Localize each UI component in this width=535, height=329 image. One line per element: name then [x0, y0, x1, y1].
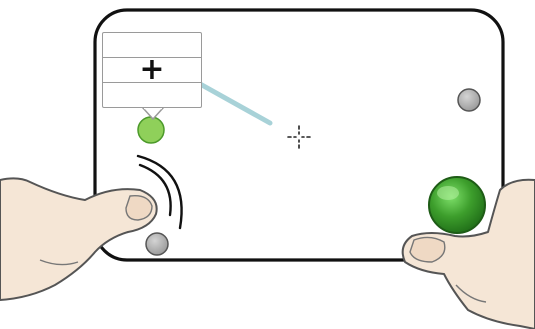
active-touch-dot: [137, 116, 165, 144]
menu-item-empty-1[interactable]: [103, 33, 201, 58]
menu-item-add[interactable]: +: [103, 52, 201, 87]
left-hand: [0, 177, 158, 301]
menu-item-empty-2[interactable]: [103, 83, 201, 108]
action-button-graphic: [428, 176, 486, 234]
crosshair-icon: [287, 125, 311, 149]
plus-icon: +: [139, 52, 165, 87]
right-hand: [401, 178, 535, 329]
context-menu-popup: +: [102, 32, 202, 108]
swipe-arc-icon: [136, 154, 183, 230]
inactive-dot-bottom-left: [145, 232, 169, 256]
inactive-dot-top-right: [457, 88, 481, 112]
